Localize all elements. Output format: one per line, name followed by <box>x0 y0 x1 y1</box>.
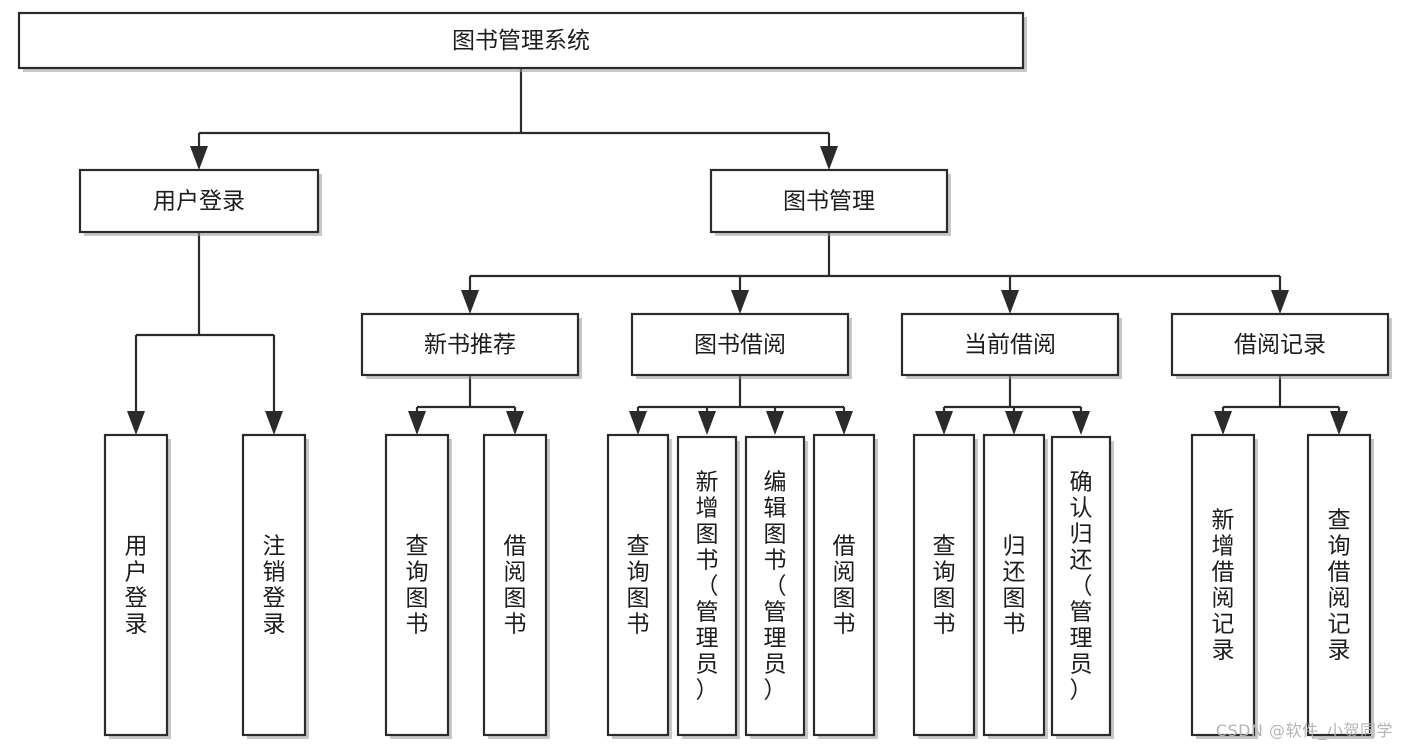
node-leaf[interactable]: 确认归还（管理员） <box>1050 435 1114 739</box>
arrow-head-icon <box>835 411 853 435</box>
node-leaf[interactable]: 归还图书 <box>982 433 1048 739</box>
node-rect <box>17 11 1025 70</box>
arrow-head-icon <box>1271 290 1289 314</box>
arrow-head-icon <box>461 290 479 314</box>
arrow-head-icon <box>1214 411 1232 435</box>
node-rect <box>812 433 876 737</box>
node-label: 图书借阅 <box>694 332 786 358</box>
node-rect <box>606 433 670 737</box>
node-label: 新书推荐 <box>424 332 516 358</box>
node-label: 借阅记录 <box>1234 332 1326 358</box>
node-label: 用户登录 <box>125 533 148 637</box>
node-level2[interactable]: 图书管理 <box>709 168 951 236</box>
arrow-head-icon <box>731 290 749 314</box>
node-label: 新增借阅记录 <box>1212 507 1235 663</box>
arrow-head-icon <box>127 411 145 435</box>
connector-group <box>127 232 283 435</box>
node-label: 查询图书 <box>406 533 429 637</box>
node-leaf[interactable]: 用户登录 <box>103 433 171 739</box>
connector-group <box>935 375 1090 435</box>
watermark-text: CSDN @软件_小贺同学 <box>1215 721 1393 740</box>
connector-group <box>190 68 838 170</box>
node-layer: 图书管理系统用户登录图书管理新书推荐图书借阅当前借阅借阅记录用户登录注销登录查询… <box>17 11 1392 739</box>
arrow-head-icon <box>1072 411 1090 435</box>
node-root[interactable]: 图书管理系统 <box>17 11 1027 72</box>
arrow-head-icon <box>408 411 426 435</box>
node-rect <box>1190 433 1256 737</box>
arrow-head-icon <box>766 411 784 435</box>
arrow-head-icon <box>629 411 647 435</box>
node-label: 借阅图书 <box>833 533 856 637</box>
node-rect <box>912 433 976 737</box>
node-leaf[interactable]: 查询借阅记录 <box>1306 433 1374 739</box>
node-leaf[interactable]: 查询图书 <box>912 433 978 739</box>
node-label: 当前借阅 <box>964 332 1056 358</box>
arrow-head-icon <box>265 411 283 435</box>
node-level3[interactable]: 借阅记录 <box>1170 312 1392 379</box>
node-label: 查询图书 <box>627 533 650 637</box>
node-rect <box>241 433 307 737</box>
node-rect <box>78 168 320 234</box>
arrow-head-icon <box>506 411 524 435</box>
node-label: 图书管理 <box>783 189 875 215</box>
connector-group <box>629 375 853 435</box>
arrow-head-icon <box>190 146 208 170</box>
node-rect <box>982 433 1046 737</box>
connector-group <box>1214 375 1348 435</box>
arrow-head-icon <box>1001 290 1019 314</box>
node-rect <box>709 168 949 234</box>
node-rect <box>630 312 850 377</box>
node-leaf[interactable]: 借阅图书 <box>482 433 550 739</box>
node-label: 查询图书 <box>933 533 956 637</box>
node-rect <box>482 433 548 737</box>
node-rect <box>384 433 450 737</box>
node-leaf[interactable]: 注销登录 <box>241 433 309 739</box>
node-label: 新增图书（管理员） <box>696 469 719 703</box>
node-label: 注销登录 <box>263 533 286 637</box>
connector-layer <box>127 68 1348 435</box>
node-label: 确认归还（管理员） <box>1070 469 1093 703</box>
node-label: 借阅图书 <box>504 533 527 637</box>
arrow-head-icon <box>1330 411 1348 435</box>
node-level3[interactable]: 当前借阅 <box>900 312 1122 379</box>
node-leaf[interactable]: 编辑图书（管理员） <box>744 435 808 739</box>
node-label: 查询借阅记录 <box>1328 507 1351 663</box>
node-label: 编辑图书（管理员） <box>764 469 787 703</box>
node-label: 用户登录 <box>153 189 245 215</box>
node-leaf[interactable]: 新增图书（管理员） <box>676 435 740 739</box>
node-rect <box>1170 312 1390 377</box>
node-label: 图书管理系统 <box>452 28 590 54</box>
node-level2[interactable]: 用户登录 <box>78 168 322 236</box>
node-rect <box>676 435 738 737</box>
node-rect <box>1050 435 1112 737</box>
node-rect <box>360 312 580 377</box>
node-leaf[interactable]: 新增借阅记录 <box>1190 433 1258 739</box>
node-level3[interactable]: 新书推荐 <box>360 312 582 379</box>
node-rect <box>103 433 169 737</box>
arrow-head-icon <box>698 411 716 435</box>
node-rect <box>1306 433 1372 737</box>
node-leaf[interactable]: 查询图书 <box>384 433 452 739</box>
connector-group <box>461 232 1289 314</box>
arrow-head-icon <box>935 411 953 435</box>
node-leaf[interactable]: 查询图书 <box>606 433 672 739</box>
node-label: 归还图书 <box>1003 533 1026 637</box>
connector-group <box>408 375 524 435</box>
node-rect <box>744 435 806 737</box>
node-level3[interactable]: 图书借阅 <box>630 312 852 379</box>
node-leaf[interactable]: 借阅图书 <box>812 433 878 739</box>
arrow-head-icon <box>820 146 838 170</box>
node-rect <box>900 312 1120 377</box>
arrow-head-icon <box>1005 411 1023 435</box>
